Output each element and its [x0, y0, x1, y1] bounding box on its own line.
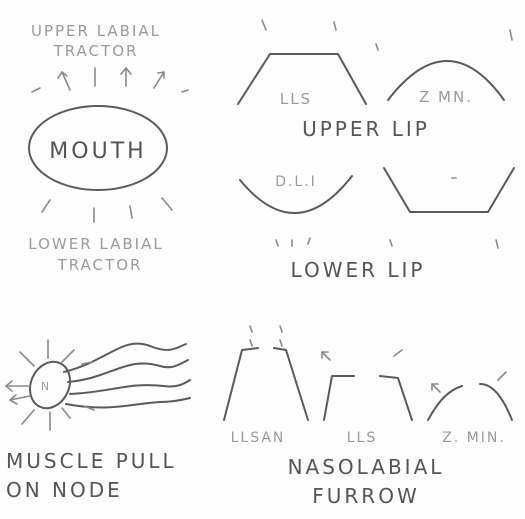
upper-lip-title: UPPER LIP [302, 117, 430, 141]
tick-mark [510, 30, 512, 40]
lower-lip-outline [384, 168, 514, 212]
upper-labial-tractor-label-line1: UPPER LABIAL [31, 22, 161, 40]
nasolabial-label-line2: FURROW [312, 484, 419, 508]
muscle-pull-label-line2: ON NODE [6, 478, 123, 502]
lls-furrow-right [380, 376, 412, 420]
tick-mark [376, 44, 378, 50]
upper-tractor-arrow [32, 88, 40, 92]
tick-mark [334, 22, 336, 30]
pull-arrow [20, 352, 34, 366]
upper-lip-right-label: Z MN. [419, 88, 473, 106]
upper-labial-tractor-label-line2: TRACTOR [53, 42, 139, 60]
llsan-furrow-left [224, 348, 258, 420]
lower-labial-tractor-label-line1: LOWER LABIAL [28, 235, 163, 253]
lower-tractor-arrow [42, 200, 50, 212]
tick-mark [280, 326, 282, 332]
muscle-pull-label-line1: MUSCLE PULL [6, 449, 177, 473]
upper-tractor-arrow [182, 90, 188, 92]
upper-lip-tick-marks [262, 20, 512, 50]
zmin-furrow-left [428, 386, 462, 420]
pull-arrow [82, 362, 92, 364]
llsan-dash [280, 340, 282, 346]
pull-arrow [62, 350, 74, 362]
lower-lip-group: D.L.I LOWER LIP [240, 168, 514, 282]
upper-tractor-arrow [154, 72, 164, 88]
upper-lip-group: LLS Z MN. UPPER LIP [238, 20, 512, 141]
upper-tractor-arrows [32, 68, 188, 92]
nasolabial-label-llsan: LLSAN [231, 430, 286, 446]
nasolabial-label-line1: NASOLABIAL [288, 455, 445, 479]
lls-furrow-left [324, 376, 354, 420]
node-label: N [41, 380, 51, 393]
pull-arrow [22, 410, 34, 424]
tick-mark [250, 326, 252, 332]
lower-tractor-arrow [162, 198, 172, 210]
pull-arrow [62, 408, 70, 418]
llsan-furrow-right [274, 348, 308, 420]
pull-arrow [498, 372, 506, 380]
lower-lip-title: LOWER LIP [291, 258, 426, 282]
tick-mark [308, 238, 310, 244]
mouth-group: UPPER LABIAL TRACTOR MOUTH [28, 22, 188, 274]
nasolabial-label-lls: LLS [347, 430, 378, 446]
muscle-band [70, 380, 190, 394]
pull-arrow [394, 350, 402, 356]
nasolabial-group: LLSAN LLS Z. MIN. NASOLABIAL FURROW [224, 326, 512, 508]
upper-lip-left-label: LLS [280, 90, 312, 108]
muscle-pull-group: N MUSCLE PULL ON NODE [6, 340, 190, 502]
nasolabial-label-zmin: Z. MIN. [442, 430, 506, 446]
lower-labial-tractor-label-line2: TRACTOR [57, 256, 143, 274]
tick-mark [496, 240, 498, 248]
mouth-label: MOUTH [49, 139, 146, 164]
lower-tractor-arrow [130, 206, 132, 218]
tick-mark [276, 240, 278, 246]
tick-mark [262, 20, 266, 30]
llsan-dash [250, 340, 252, 346]
lower-lip-left-label: D.L.I [275, 174, 317, 190]
tick-mark [390, 240, 392, 246]
pull-arrow [432, 384, 440, 392]
pull-arrow [322, 352, 330, 360]
lower-tractor-arrows [42, 198, 172, 222]
zmin-furrow-right [480, 384, 512, 420]
